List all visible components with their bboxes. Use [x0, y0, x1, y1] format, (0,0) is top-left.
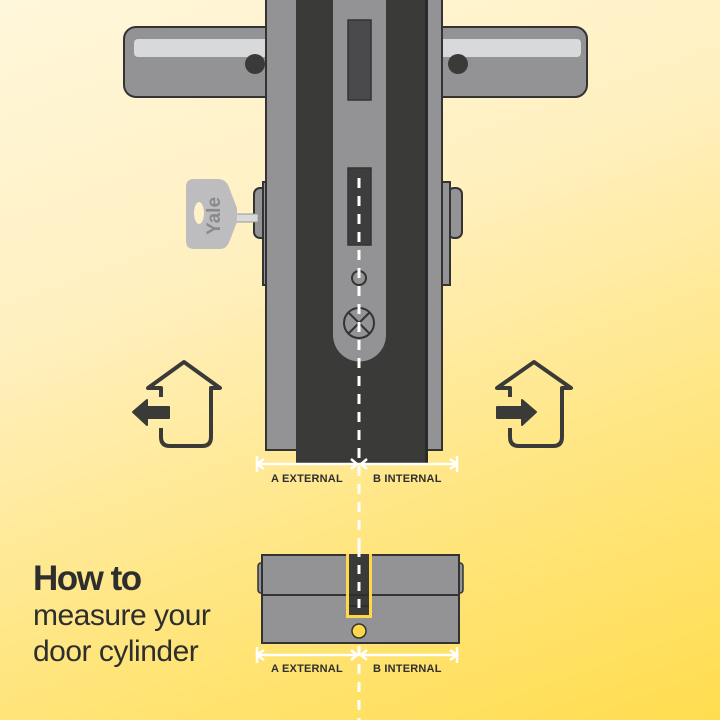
door-label-b-internal: B INTERNAL	[373, 473, 442, 485]
enter-house-icon	[495, 360, 573, 448]
cylinder-label-a-external: A EXTERNAL	[271, 663, 343, 675]
title-measure-your: measure your	[33, 599, 211, 632]
cylinder-dimension-line	[254, 647, 460, 663]
left-door-handle	[123, 26, 285, 98]
title-door-cylinder: door cylinder	[33, 635, 199, 668]
page-title: How to measure your door cylinder	[33, 559, 211, 670]
right-door-handle	[429, 26, 588, 98]
cylinder-label-b-internal: B INTERNAL	[373, 663, 442, 675]
door-label-a-external: A EXTERNAL	[271, 473, 343, 485]
yale-key-icon: Yale	[186, 179, 259, 249]
euro-cylinder	[257, 548, 464, 644]
door-edge	[265, 0, 443, 465]
door-dimension-line	[254, 456, 460, 472]
title-how-to: How to	[33, 559, 142, 598]
key-brand-label: Yale	[204, 197, 225, 235]
right-escutcheon	[439, 181, 463, 286]
exit-house-icon	[132, 360, 222, 448]
